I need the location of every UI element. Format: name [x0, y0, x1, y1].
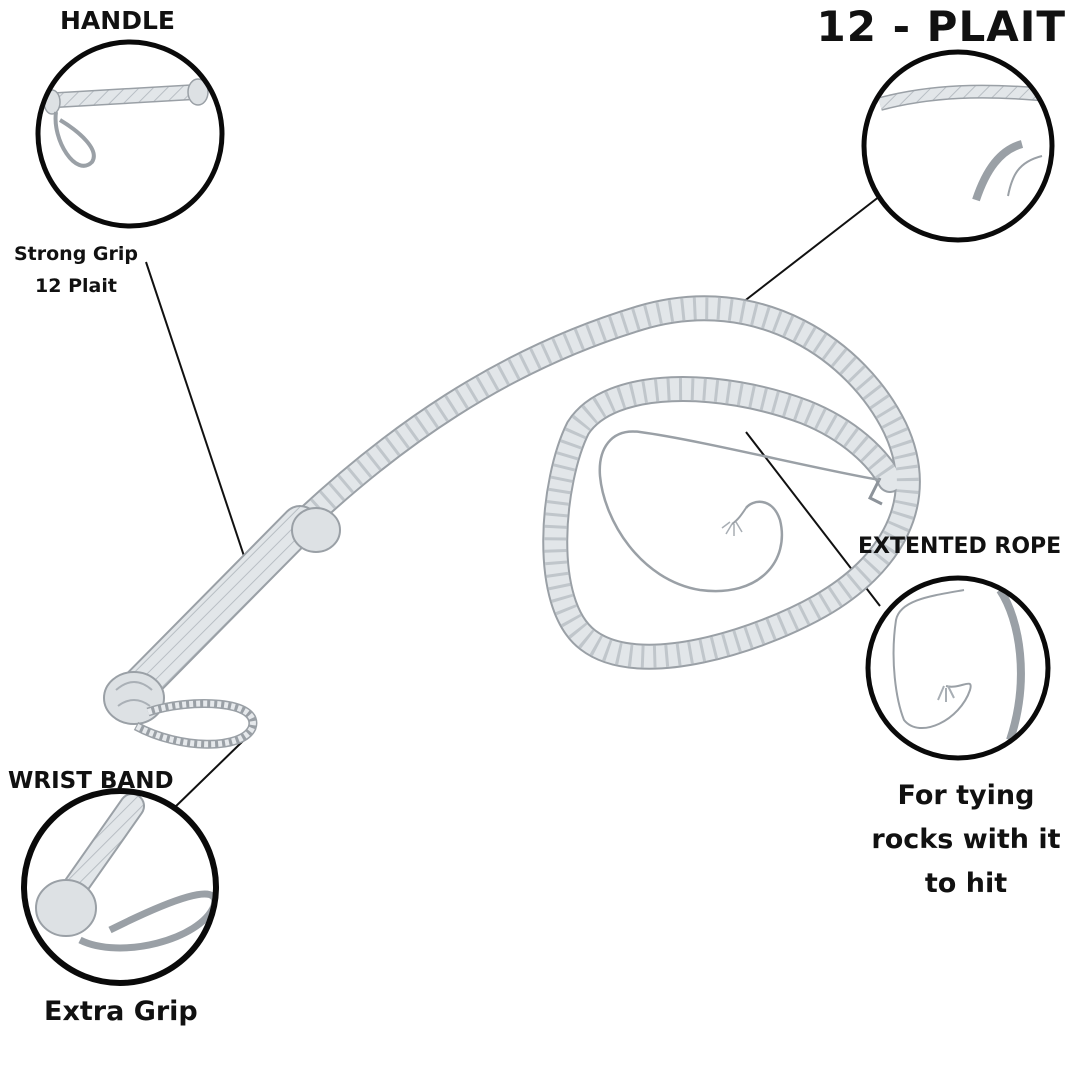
rope-note: For tying rocks with it to hit [866, 774, 1066, 906]
plait-detail-circle [861, 49, 1055, 243]
rope-note-line1: For tying [897, 780, 1035, 811]
handle-heading: HANDLE [60, 6, 175, 35]
wrist-detail-circle [21, 788, 219, 986]
wrist-connector-line [171, 739, 245, 811]
rope-note-line2: rocks with it [871, 824, 1061, 855]
handle-note: Strong Grip 12 Plait [10, 238, 142, 302]
wrist-note: Extra Grip [44, 996, 198, 1027]
rope-detail-circle [865, 575, 1051, 761]
handle-note-line2: 12 Plait [35, 275, 117, 297]
handle-detail-circle [35, 39, 225, 229]
plait-connector-line [737, 195, 881, 307]
handle-note-line1: Strong Grip [13, 243, 138, 265]
whip-body [103, 295, 921, 749]
handle-connector-line [145, 261, 257, 593]
wrist-heading: WRIST BAND [8, 768, 174, 794]
rope-note-line3: to hit [924, 868, 1008, 899]
rope-heading: EXTENTED ROPE [858, 534, 1062, 559]
product-title: 12 - PLAIT [816, 2, 1066, 51]
